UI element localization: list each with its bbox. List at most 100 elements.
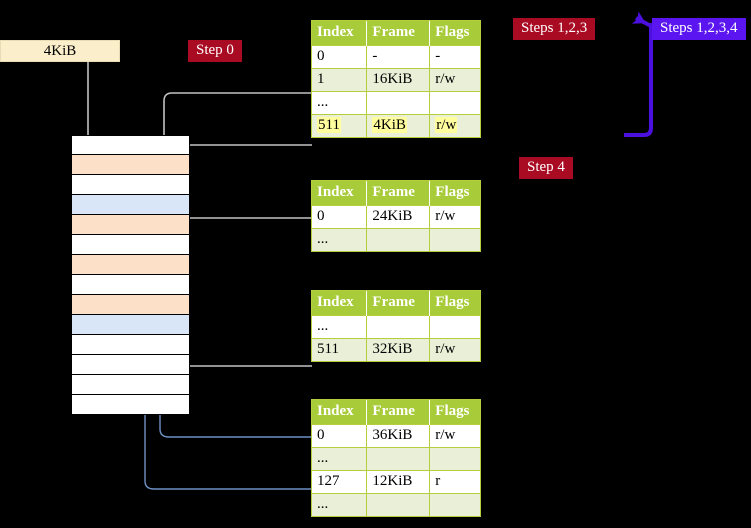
cell-flags: r/w <box>429 114 480 137</box>
cell-frame: 36KiB <box>366 424 431 448</box>
memory-frame-row[interactable] <box>71 315 190 335</box>
cell-frame <box>366 447 431 471</box>
cell-frame: 24KiB <box>366 205 431 229</box>
cell-index: 0 <box>312 424 368 448</box>
memory-frame-row[interactable] <box>71 335 190 355</box>
wire-steps-loop <box>624 11 653 137</box>
table-row[interactable]: 0-- <box>312 45 480 69</box>
cell-flags <box>429 315 480 339</box>
memory-frame-row[interactable] <box>59 295 190 315</box>
table-row[interactable]: ... <box>312 493 480 516</box>
memory-frame-row[interactable] <box>71 195 190 215</box>
cell-flags <box>429 493 480 516</box>
step-label-4: Step 4 <box>519 157 573 179</box>
cell-frame <box>366 228 431 251</box>
cell-flags: r/w <box>429 338 480 361</box>
cell-frame <box>366 315 431 339</box>
step-label-1234: Steps 1,2,3,4 <box>652 18 746 40</box>
page-size-box: 4KiB <box>0 40 120 62</box>
cell-flags <box>429 228 480 251</box>
memory-tick-mark <box>59 215 72 216</box>
memory-frame-row[interactable] <box>71 355 190 375</box>
column-header-index: Index <box>312 400 368 425</box>
table-row[interactable]: 511 4KiB r/w <box>312 114 480 137</box>
cell-index: ... <box>312 91 368 115</box>
column-header-flags: Flags <box>429 21 480 46</box>
memory-frame-row[interactable] <box>59 155 190 175</box>
column-header-flags: Flags <box>429 291 480 316</box>
cell-frame: 32KiB <box>366 338 431 361</box>
cell-flags: r/w <box>429 68 480 92</box>
cell-flags: r <box>429 470 480 494</box>
table-row[interactable]: ... <box>312 91 480 115</box>
memory-frame-row[interactable] <box>59 175 190 195</box>
table-row[interactable]: ... <box>312 228 480 251</box>
column-header-index: Index <box>312 291 368 316</box>
column-header-index: Index <box>312 21 368 46</box>
memory-frame-row[interactable] <box>71 395 190 415</box>
highlighted-value: r/w <box>435 117 458 133</box>
memory-tick-mark <box>59 136 72 137</box>
column-header-frame: Frame <box>366 400 431 425</box>
column-header-index: Index <box>312 181 368 206</box>
cell-frame <box>366 493 431 516</box>
memory-frame-row[interactable] <box>71 375 190 395</box>
cell-index: 511 <box>312 338 368 361</box>
step-label-0: Step 0 <box>188 40 242 62</box>
cell-frame: 16KiB <box>366 68 431 92</box>
physical-memory-column <box>59 135 190 415</box>
wire-l3-row0 <box>178 217 312 257</box>
memory-tick-mark <box>59 175 72 176</box>
cell-frame: 4KiB <box>366 114 431 137</box>
column-header-frame: Frame <box>366 291 431 316</box>
cell-flags: r/w <box>429 424 480 448</box>
wire-l4-row511 <box>173 144 312 216</box>
column-header-frame: Frame <box>366 21 431 46</box>
cell-frame <box>366 91 431 115</box>
memory-frame-row[interactable] <box>59 215 190 235</box>
step-label-123: Steps 1,2,3 <box>513 18 596 40</box>
table-row[interactable]: ... <box>312 447 480 471</box>
memory-tick-mark <box>59 155 72 156</box>
cell-frame: - <box>366 45 431 69</box>
cell-flags <box>429 91 480 115</box>
cell-flags: r/w <box>429 205 480 229</box>
cell-frame: 12KiB <box>366 470 431 494</box>
wire-l2-row511 <box>180 306 312 367</box>
highlighted-value: 4KiB <box>372 117 407 133</box>
cell-index: ... <box>312 447 368 471</box>
column-header-flags: Flags <box>429 181 480 206</box>
cell-index: 127 <box>312 470 368 494</box>
highlighted-value: 511 <box>317 117 341 133</box>
cell-index: 0 <box>312 205 368 229</box>
cell-index: ... <box>312 493 368 516</box>
table-row[interactable]: ... <box>312 315 480 339</box>
cell-index: 1 <box>312 68 368 92</box>
column-header-frame: Frame <box>366 181 431 206</box>
memory-tick-mark <box>59 255 72 256</box>
cell-flags <box>429 447 480 471</box>
memory-tick-mark <box>59 295 72 296</box>
cell-index: 511 <box>312 114 368 137</box>
cell-index: ... <box>312 315 368 339</box>
memory-frame-row[interactable] <box>59 255 190 275</box>
memory-frame-row[interactable] <box>71 235 190 255</box>
memory-frame-row[interactable] <box>59 135 190 155</box>
memory-frame-row[interactable] <box>71 275 190 295</box>
cell-index: ... <box>312 228 368 251</box>
cell-flags: - <box>429 45 480 69</box>
